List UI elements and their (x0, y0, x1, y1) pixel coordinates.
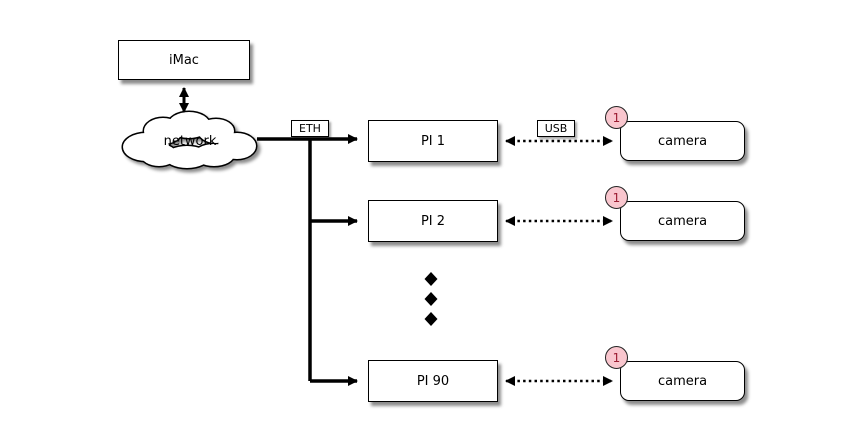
node-camera2: camera (620, 201, 745, 241)
usb-edge-label: USB (537, 120, 575, 137)
node-pi2: PI 2 (368, 200, 498, 242)
node-pi1-label: PI 1 (420, 133, 446, 149)
camera90-count-badge: 1 (605, 346, 628, 369)
node-camera1-label: camera (657, 133, 708, 149)
eth-edge-label: ETH (291, 120, 329, 137)
camera2-count-badge: 1 (605, 186, 628, 209)
node-camera2-label: camera (657, 213, 708, 229)
node-imac: iMac (118, 40, 250, 80)
node-camera90-label: camera (657, 373, 708, 389)
node-imac-label: iMac (169, 52, 199, 68)
node-pi90-label: PI 90 (416, 373, 450, 389)
node-pi1: PI 1 (368, 120, 498, 162)
camera1-count-badge: 1 (605, 106, 628, 129)
ellipsis-dots (424, 272, 438, 326)
node-network-label: network (163, 134, 217, 149)
node-camera1: camera (620, 121, 745, 161)
node-camera90: camera (620, 361, 745, 401)
node-pi90: PI 90 (368, 360, 498, 402)
node-pi2-label: PI 2 (420, 213, 446, 229)
cloud-shape (121, 110, 258, 170)
